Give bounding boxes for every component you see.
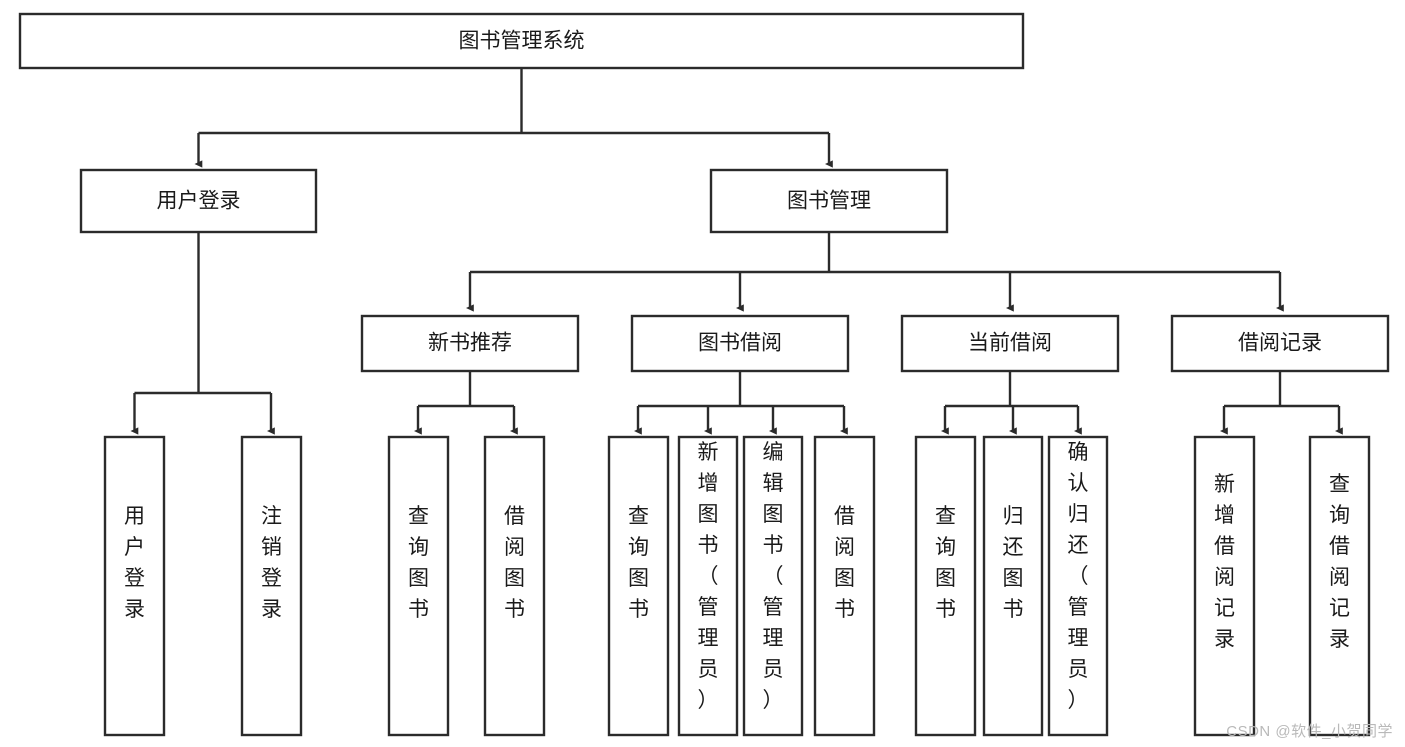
leaf-node-query-book-3[interactable]: 查询图书: [914, 435, 977, 737]
leaf-node-return-book[interactable]: 归还图书: [982, 435, 1044, 737]
leaf-node-add-record[interactable]: 新增借阅记录: [1193, 435, 1256, 737]
leaf-node-add-record-label: 新增借阅记录: [1214, 473, 1235, 651]
leaf-node-borrow-book-1-box[interactable]: [483, 435, 546, 737]
node-borrow-record-label: 借阅记录: [1238, 332, 1322, 355]
leaf-node-return-book-box[interactable]: [982, 435, 1044, 737]
leaf-node-query-record-box[interactable]: [1308, 435, 1371, 737]
leaf-node-add-book-label: 新增图书（管理员）: [698, 441, 719, 712]
leaf-node-query-book-3-box[interactable]: [914, 435, 977, 737]
leaf-node-borrow-book-2[interactable]: 借阅图书: [813, 435, 876, 737]
node-book-manage-box[interactable]: [709, 168, 949, 234]
leaf-node-query-book-3-label: 查询图书: [935, 505, 956, 621]
node-borrow-record-box[interactable]: [1170, 314, 1390, 373]
node-book-manage[interactable]: 图书管理: [709, 168, 949, 234]
leaf-node-borrow-book-2-box[interactable]: [813, 435, 876, 737]
leaf-node-add-book[interactable]: 新增图书（管理员）: [677, 435, 739, 737]
node-borrow-record[interactable]: 借阅记录: [1170, 314, 1390, 373]
leaf-node-query-book-2-box[interactable]: [607, 435, 670, 737]
node-user-login-label: 用户登录: [157, 190, 241, 213]
leaf-node-edit-book[interactable]: 编辑图书（管理员）: [742, 435, 804, 737]
leaf-node-add-book-box[interactable]: [677, 435, 739, 737]
leaf-node-confirm-return-label: 确认归还（管理员）: [1068, 441, 1089, 712]
leaf-node-edit-book-label: 编辑图书（管理员）: [763, 441, 784, 712]
node-book-manage-label: 图书管理: [787, 190, 871, 213]
node-new-book-recommend[interactable]: 新书推荐: [360, 314, 580, 373]
leaf-node-query-record[interactable]: 查询借阅记录: [1308, 435, 1371, 737]
leaf-node-logout-login-box[interactable]: [240, 435, 303, 737]
leaf-node-query-book-1[interactable]: 查询图书: [387, 435, 450, 737]
node-user-login[interactable]: 用户登录: [79, 168, 318, 234]
leaf-node-query-record-label: 查询借阅记录: [1329, 473, 1350, 651]
leaf-node-logout-login[interactable]: 注销登录: [240, 435, 303, 737]
leaf-node-query-book-1-label: 查询图书: [408, 505, 429, 621]
node-root[interactable]: 图书管理系统: [18, 12, 1025, 70]
node-book-borrow[interactable]: 图书借阅: [630, 314, 850, 373]
leaf-node-add-record-box[interactable]: [1193, 435, 1256, 737]
csdn-watermark: CSDN @软件_小贺同学: [1226, 723, 1393, 740]
leaf-node-user-login[interactable]: 用户登录: [103, 435, 166, 737]
leaf-node-edit-book-box[interactable]: [742, 435, 804, 737]
node-user-login-box[interactable]: [79, 168, 318, 234]
leaf-node-borrow-book-2-label: 借阅图书: [834, 505, 855, 621]
leaf-node-return-book-label: 归还图书: [1003, 505, 1024, 621]
leaf-node-borrow-book-1[interactable]: 借阅图书: [483, 435, 546, 737]
node-current-borrow[interactable]: 当前借阅: [900, 314, 1120, 373]
node-root-box[interactable]: [18, 12, 1025, 70]
leaf-node-confirm-return[interactable]: 确认归还（管理员）: [1047, 435, 1109, 737]
leaf-node-borrow-book-1-label: 借阅图书: [504, 505, 525, 621]
node-new-book-recommend-box[interactable]: [360, 314, 580, 373]
leaf-node-user-login-label: 用户登录: [124, 505, 145, 621]
leaf-node-query-book-1-box[interactable]: [387, 435, 450, 737]
node-book-borrow-label: 图书借阅: [698, 332, 782, 355]
leaf-node-user-login-box[interactable]: [103, 435, 166, 737]
node-current-borrow-box[interactable]: [900, 314, 1120, 373]
node-root-label: 图书管理系统: [459, 30, 585, 53]
leaf-node-confirm-return-box[interactable]: [1047, 435, 1109, 737]
leaf-node-query-book-2[interactable]: 查询图书: [607, 435, 670, 737]
leaf-node-logout-login-label: 注销登录: [261, 505, 282, 621]
connector-layer: [130, 68, 1343, 435]
node-new-book-recommend-label: 新书推荐: [428, 332, 512, 355]
leaf-node-query-book-2-label: 查询图书: [628, 505, 649, 621]
node-book-borrow-box[interactable]: [630, 314, 850, 373]
node-current-borrow-label: 当前借阅: [968, 332, 1052, 355]
